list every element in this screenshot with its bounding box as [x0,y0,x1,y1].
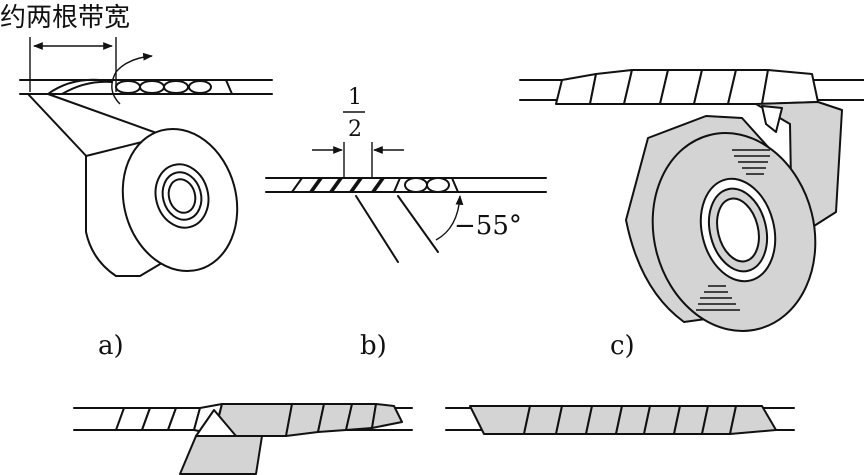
tape-strip-c [755,101,843,241]
panel-a-label: a) [98,331,124,361]
panel-c: c) [519,69,864,361]
hatching-top [732,149,770,175]
tape-wraps-c [555,69,819,105]
angle-arc [435,195,464,241]
tape-roll [85,127,239,277]
tape-wraps [47,78,233,95]
panel-b: 1 2 −55° b) [265,85,547,361]
tape-strip-d [179,435,263,475]
bottom-right-sketch [445,405,795,435]
tape-strip-fold [761,105,783,133]
fraction-numerator: 1 [348,85,362,110]
rotation-arrow [111,52,153,105]
tape-wraps-b [291,177,459,193]
panel-a: 约两根带宽 a) [0,3,273,361]
hatching-bottom [696,285,740,311]
tape-angle-label: −55° [454,211,522,241]
panel-c-label: c) [610,331,635,361]
bottom-left-sketch [73,403,413,475]
two-tape-width-annotation: 约两根带宽 [0,3,130,33]
tape-roll-c [625,115,817,332]
tape-edge-right [397,195,439,253]
panel-b-label: b) [360,331,387,361]
tape-edge-left [355,195,399,263]
fraction-denominator: 2 [348,117,362,142]
